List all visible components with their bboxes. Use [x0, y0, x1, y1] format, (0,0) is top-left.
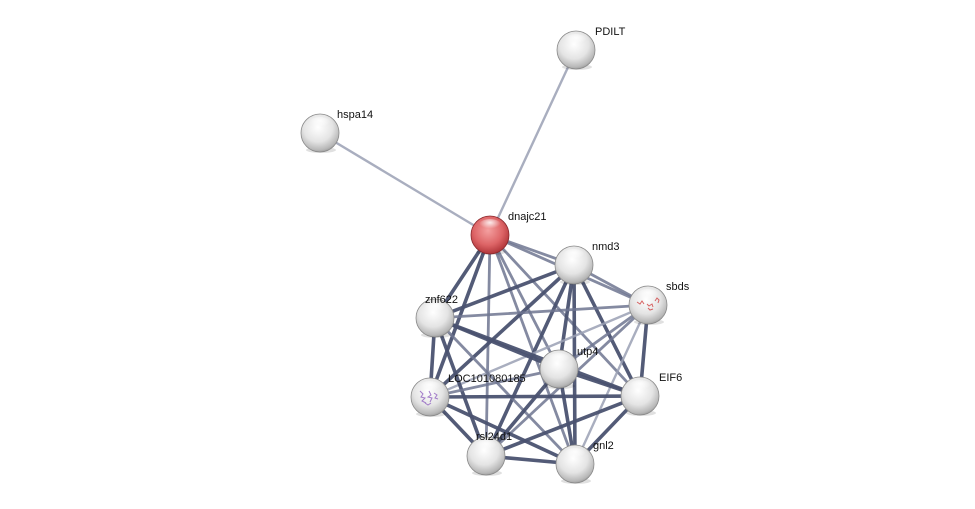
edge-dnajc21-PDILT[interactable]: [488, 48, 578, 237]
node-sbds[interactable]: sbds: [628, 281, 690, 325]
node-label: znf622: [425, 294, 458, 306]
node-dnajc21[interactable]: dnajc21: [470, 211, 547, 255]
edge-znf622-gnl2[interactable]: [433, 316, 577, 466]
edge-sbds-znf622[interactable]: [433, 303, 650, 320]
protein-structure-icon: [419, 390, 439, 406]
edge-utp4-LOC101080185[interactable]: [428, 367, 561, 399]
node-label: utp4: [577, 346, 598, 358]
edge-nmd3-znf622[interactable]: [433, 263, 576, 320]
edge-dnajc21-hspa14[interactable]: [318, 131, 492, 237]
edge-sbds-LOC101080185[interactable]: [428, 303, 650, 399]
node-label: rsl24d1: [476, 431, 512, 443]
node-EIF6[interactable]: EIF6: [620, 372, 682, 416]
node-highlight: [629, 380, 651, 392]
node-label: EIF6: [659, 372, 682, 384]
node-label: sbds: [666, 281, 690, 293]
node-highlight: [479, 219, 501, 231]
node-highlight: [563, 249, 585, 261]
node-highlight: [637, 289, 659, 301]
node-label: gnl2: [593, 440, 614, 452]
edge-nmd3-rsl24d1[interactable]: [484, 263, 576, 458]
node-utp4[interactable]: utp4: [539, 346, 598, 389]
edge-EIF6-rsl24d1[interactable]: [484, 394, 642, 458]
edge-LOC101080185-EIF6[interactable]: [428, 394, 642, 399]
edge-LOC101080185-gnl2[interactable]: [428, 395, 577, 466]
node-highlight: [565, 34, 587, 46]
node-label: hspa14: [337, 109, 373, 121]
edge-znf622-rsl24d1[interactable]: [433, 316, 488, 458]
nodes-layer: PDILT hspa14 dnajc21 nmd3 sbds znf622 utp4LOC1…: [300, 26, 690, 484]
node-label: nmd3: [592, 241, 620, 253]
edge-nmd3-LOC101080185[interactable]: [428, 263, 576, 399]
node-nmd3[interactable]: nmd3: [554, 241, 620, 285]
node-label: dnajc21: [508, 211, 547, 223]
node-znf622[interactable]: znf622: [415, 294, 458, 338]
node-PDILT[interactable]: PDILT: [556, 26, 626, 70]
node-highlight: [419, 381, 441, 393]
protein-structure-icon: [636, 297, 660, 311]
node-gnl2[interactable]: gnl2: [555, 440, 614, 484]
node-hspa14[interactable]: hspa14: [300, 109, 373, 153]
node-highlight: [564, 448, 586, 460]
node-highlight: [475, 440, 497, 452]
node-rsl24d1[interactable]: rsl24d1: [466, 431, 512, 476]
node-highlight: [548, 353, 570, 365]
node-highlight: [309, 117, 331, 129]
node-LOC101080185[interactable]: LOC101080185: [410, 373, 526, 417]
node-label: PDILT: [595, 26, 626, 38]
node-label: LOC101080185: [448, 373, 526, 385]
edge-nmd3-EIF6[interactable]: [572, 263, 642, 398]
node-highlight: [424, 302, 446, 314]
